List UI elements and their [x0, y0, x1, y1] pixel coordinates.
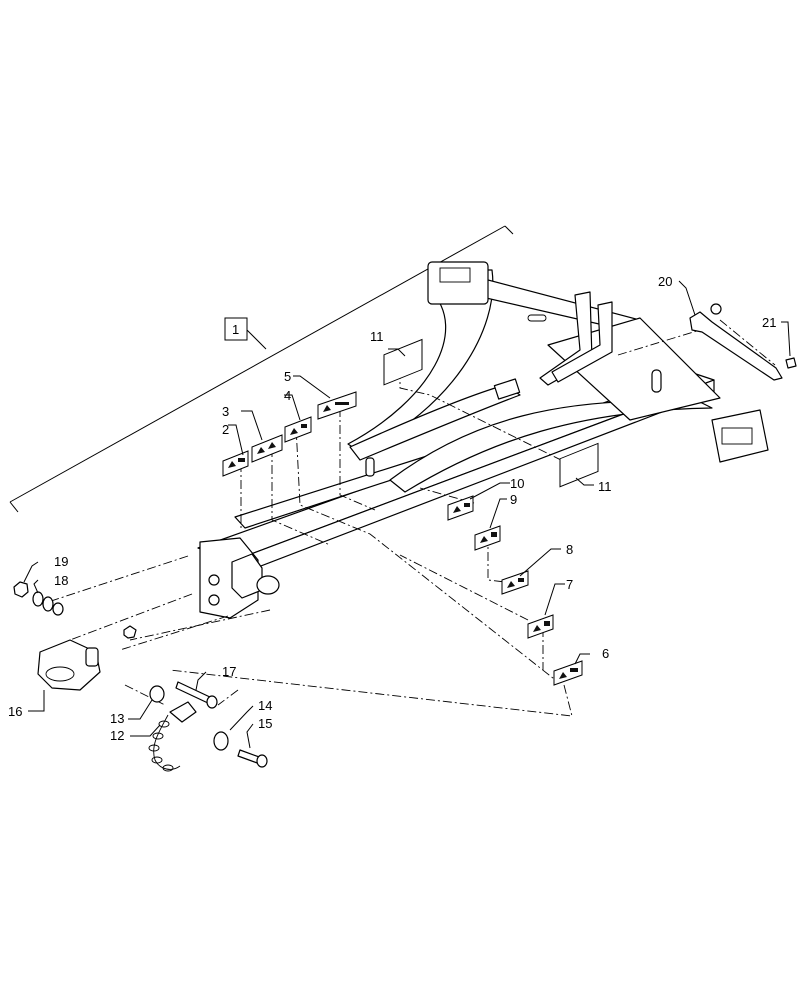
decal-10 [447, 495, 474, 521]
projection-lines [41, 319, 776, 717]
callout-2: 2 [222, 422, 229, 437]
decal-5 [317, 391, 357, 420]
callout-18: 18 [54, 573, 68, 588]
assembly-bracket [9, 225, 514, 513]
loose-parts [13, 303, 797, 772]
callout-12: 12 [110, 728, 124, 743]
decals [222, 338, 599, 686]
decal-11-lower [559, 442, 599, 488]
callout-7: 7 [566, 577, 573, 592]
main-frame [197, 261, 769, 619]
callout-11-upper: 11 [370, 329, 384, 344]
bushing-13 [149, 685, 165, 703]
callout-20: 20 [658, 274, 672, 289]
decal-4 [284, 416, 312, 443]
upright-bracket-b [551, 301, 613, 383]
callout-15: 15 [258, 716, 272, 731]
callout-3: 3 [222, 404, 229, 419]
washer-18c [52, 602, 64, 616]
nut-19 [13, 581, 29, 598]
callout-17: 17 [222, 664, 236, 679]
frame-pin [365, 457, 375, 477]
washer-18a [32, 591, 44, 607]
callout-10: 10 [510, 476, 524, 491]
callout-6: 6 [602, 646, 609, 661]
rear-mount-plate-right [711, 409, 769, 463]
callout-16: 16 [8, 704, 22, 719]
callout-8: 8 [566, 542, 573, 557]
washer-14 [213, 731, 229, 751]
callout-13: 13 [110, 711, 124, 726]
deck-pin [651, 369, 662, 393]
washer-18b [42, 596, 54, 612]
decal-7 [527, 614, 554, 639]
callout-19: 19 [54, 554, 68, 569]
callout-1-box [224, 317, 248, 341]
decal-11-upper [383, 338, 423, 386]
decal-9 [474, 525, 501, 551]
decal-6 [553, 660, 583, 686]
decal-8 [501, 570, 529, 595]
callout-21: 21 [762, 315, 776, 330]
callout-4: 4 [284, 388, 291, 403]
callout-1: 1 [232, 322, 239, 337]
clip-21 [785, 357, 797, 369]
callout-9: 9 [510, 492, 517, 507]
drawbar-eye-16 [37, 639, 101, 691]
safety-chain-12 [153, 714, 181, 770]
callout-14: 14 [258, 698, 272, 713]
callout-11-lower: 11 [598, 479, 612, 494]
callout-5: 5 [284, 369, 291, 384]
decal-3 [251, 434, 283, 463]
hitch-pin-boss [256, 575, 280, 595]
rear-mount-plate-left [427, 261, 489, 305]
hydraulic-hose [349, 384, 521, 461]
decal-2 [222, 450, 249, 477]
callout-leaders [23, 280, 791, 749]
small-nut [123, 625, 137, 639]
callout-labels: 1 2 3 4 5 6 7 8 9 10 11 11 12 13 14 15 1… [8, 274, 776, 743]
bracket-20 [689, 311, 783, 381]
